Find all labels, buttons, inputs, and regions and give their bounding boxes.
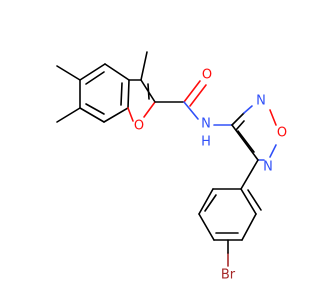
carbonyl-bond-2 [189, 84, 207, 107]
bond-double-inner [204, 194, 217, 212]
bond [231, 112, 245, 126]
bond [143, 101, 156, 118]
bond [103, 107, 129, 123]
furan-ring [127, 79, 156, 122]
carbonyl-oxygen-label: O [202, 68, 212, 83]
molecule-diagram: O O N H N O N Br [56, 51, 287, 283]
bond [240, 188, 257, 215]
bond [104, 63, 130, 81]
bromine-label: Br [221, 268, 236, 283]
bond [79, 107, 105, 123]
bond [269, 109, 277, 126]
bond [79, 63, 106, 81]
bond [243, 105, 253, 114]
bond-double-inner [120, 82, 123, 106]
bond [127, 79, 130, 109]
bond-double-inner [247, 189, 262, 211]
bromophenyl-ring [198, 159, 262, 267]
carboxamide [154, 80, 233, 126]
oxadiazole-nitrogen-right-label: N [263, 160, 273, 175]
bond [241, 213, 257, 241]
amide-bond [183, 101, 199, 120]
bond [127, 107, 134, 122]
benzene-ring [79, 63, 130, 123]
methyl-bond-3 [140, 51, 148, 81]
bond-double-inner [147, 83, 150, 100]
oxadiazole-oxygen-label: O [277, 126, 287, 141]
furan-oxygen-label: O [134, 119, 144, 134]
carbonyl-bond [183, 80, 201, 103]
oxadiazole-ring [231, 105, 277, 161]
bond [198, 213, 215, 241]
methyl-bond-5 [56, 65, 81, 81]
amide-hydrogen-label: H [201, 135, 211, 150]
molecule-structure: O O N H N O N Br [56, 51, 287, 283]
bond-double-inner [237, 130, 255, 153]
methyl-bond-6 [56, 107, 81, 123]
bond-double-inner [85, 103, 105, 115]
bond-double-inner [85, 71, 105, 85]
methyl-groups [56, 51, 148, 123]
amide-nitrogen-label: N [201, 117, 211, 132]
oxadiazole-nitrogen-top-label: N [256, 94, 266, 109]
bond [269, 144, 277, 158]
bond [231, 124, 259, 161]
bond [240, 159, 259, 190]
atom-labels: O O N H N O N Br [134, 68, 287, 283]
bond [198, 188, 214, 215]
bond-double-inner [235, 120, 245, 131]
